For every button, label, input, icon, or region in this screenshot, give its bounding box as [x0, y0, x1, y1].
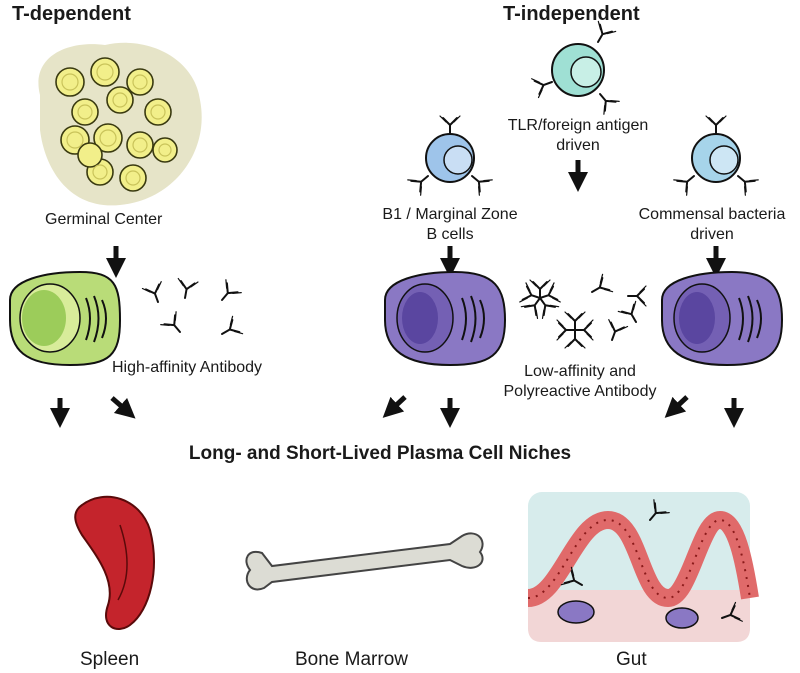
label-b1-line1: B1 / Marginal Zone — [382, 206, 518, 223]
label-low-affinity-line2: Polyreactive Antibody — [503, 383, 657, 400]
label-b1-marginal-zone: B1 / Marginal Zone B cells — [364, 205, 536, 245]
spleen-icon — [74, 495, 155, 630]
b-cell-blue-commensal — [672, 115, 760, 197]
bone-icon — [245, 532, 484, 591]
green-plasma-cell — [9, 270, 122, 367]
label-tlr-line2: driven — [556, 137, 600, 154]
label-commensal-line1: Commensal bacteria — [638, 206, 786, 223]
b-cell-blue-b1 — [406, 115, 494, 197]
header-t-dependent: T-dependent — [12, 3, 131, 25]
label-commensal-bacteria: Commensal bacteria driven — [628, 205, 796, 245]
purple-plasma-cell-left — [384, 270, 507, 367]
label-gut: Gut — [616, 649, 647, 670]
label-bone-marrow: Bone Marrow — [295, 649, 408, 670]
label-low-affinity-line1: Low-affinity and — [524, 363, 636, 380]
high-affinity-antibodies — [141, 277, 244, 344]
germinal-center-icon — [38, 42, 202, 206]
label-germinal-center: Germinal Center — [45, 211, 163, 228]
label-tlr-line1: TLR/foreign antigen — [507, 117, 649, 134]
header-t-independent: T-independent — [503, 3, 640, 25]
label-low-affinity: Low-affinity and Polyreactive Antibody — [490, 362, 670, 402]
label-spleen: Spleen — [80, 649, 140, 670]
polyreactive-antibodies — [518, 273, 647, 349]
flow-arrows — [50, 160, 744, 428]
b-cell-teal — [530, 20, 621, 116]
label-commensal-line2: driven — [690, 226, 734, 243]
label-b1-line2: B cells — [426, 226, 474, 243]
label-high-affinity-antibody: High-affinity Antibody — [112, 359, 263, 376]
niches-title: Long- and Short-Lived Plasma Cell Niches — [188, 443, 572, 464]
gut-icon — [526, 492, 759, 642]
purple-plasma-cell-right — [661, 270, 784, 367]
label-tlr-driven: TLR/foreign antigen driven — [490, 116, 666, 156]
